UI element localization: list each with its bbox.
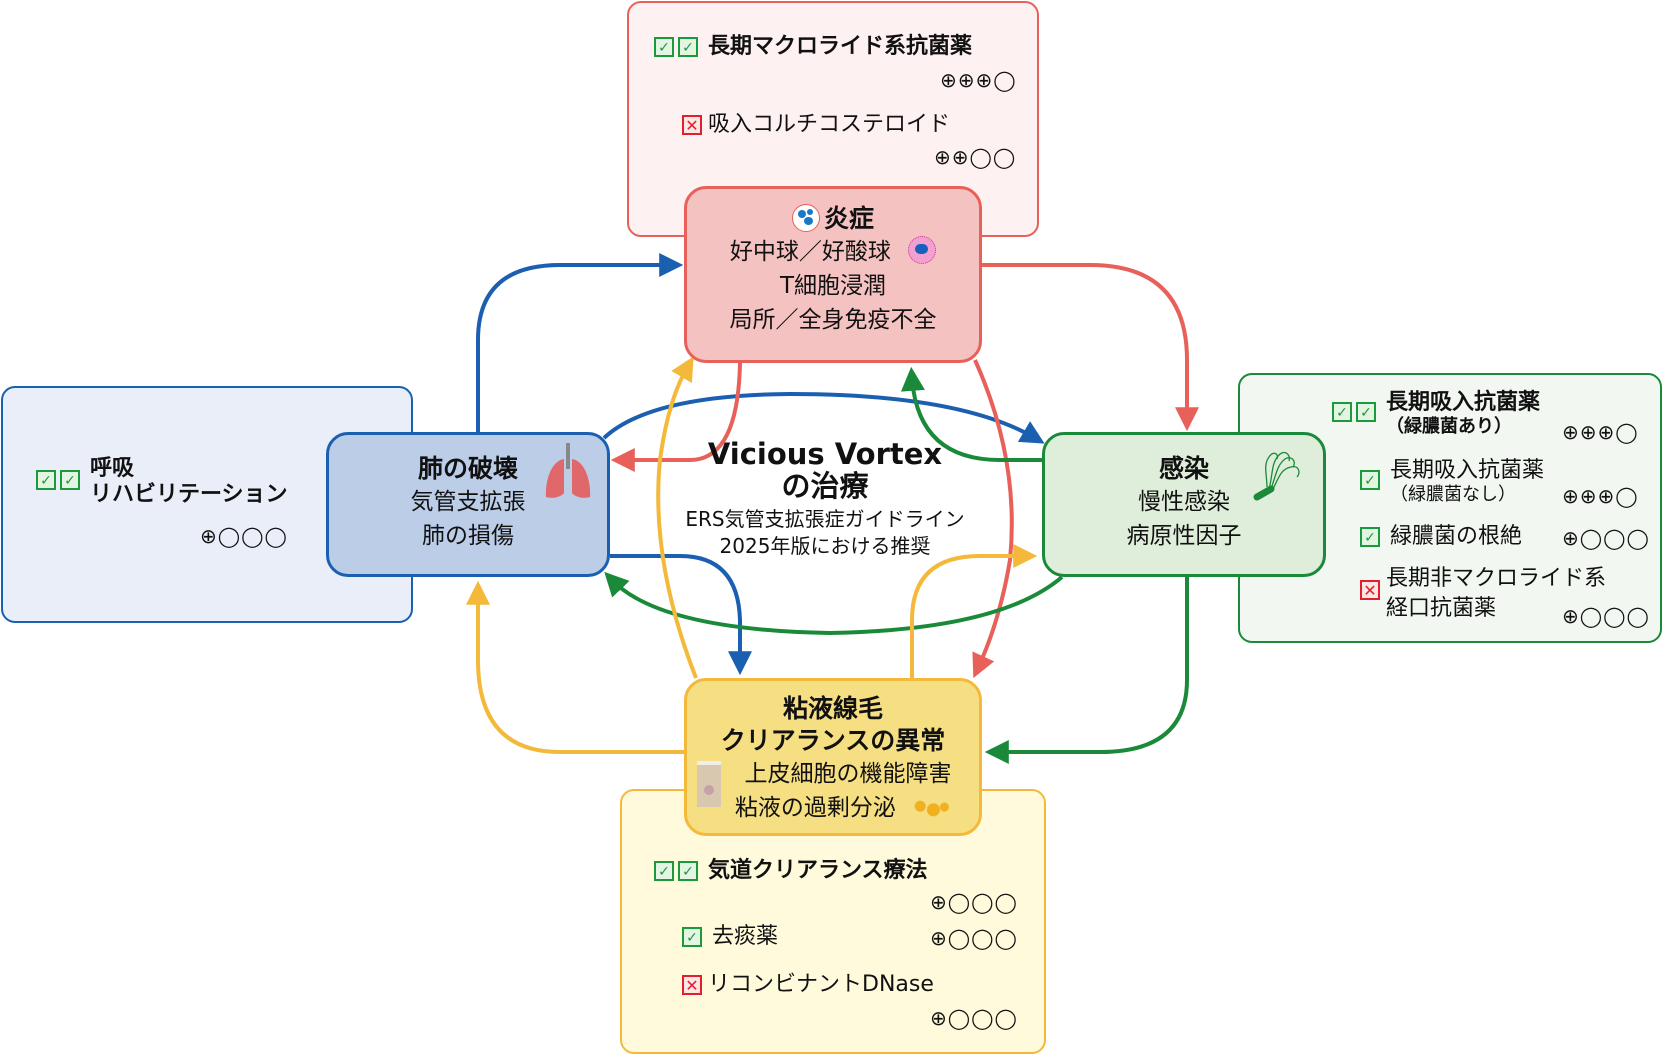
lung-destruction-line-2: 肺の損傷 — [422, 523, 514, 549]
mucus-line-2: 粘液の過剰分泌 — [687, 791, 979, 825]
arrow-mucus-to-inflammation — [656, 356, 698, 679]
mucus-line-1: 上皮細胞の機能障害 — [744, 761, 952, 787]
treatment-mucoactive: ✓ 去痰薬 — [682, 924, 778, 950]
lungs-icon — [545, 443, 591, 498]
evidence-grade: ⊕⊕⊕◯ — [1562, 484, 1639, 508]
mucus-title-line-2: クリアランスの異常 — [720, 726, 946, 755]
check-icon: ✓ — [36, 470, 56, 490]
node-inflammation: 炎症 好中球／好酸球 T細胞浸潤 局所／全身免疫不全 — [684, 186, 982, 363]
treatment-label: 吸入コルチコステロイド — [708, 112, 951, 137]
treatment-label-line-1: 長期非マクロライド系 — [1386, 566, 1607, 591]
inflammation-title-row: 炎症 — [687, 203, 979, 235]
neutrophil-icon — [791, 204, 820, 232]
treatment-pulmonary-rehab: ✓✓ 呼吸 リハビリテーション — [36, 456, 288, 508]
cross-icon: ✕ — [1360, 580, 1380, 600]
mucus-icon — [907, 799, 952, 817]
treatment-ics: ✕ 吸入コルチコステロイド — [682, 112, 950, 138]
evidence-grade: ⊕⊕◯◯ — [934, 145, 1017, 169]
node-mucus: 粘液線毛 クリアランスの異常 上皮細胞の機能障害 粘液の過剰分泌 — [684, 678, 982, 836]
evidence-grade: ⊕◯◯◯ — [1562, 604, 1650, 628]
cross-icon: ✕ — [682, 975, 702, 995]
evidence-grade: ⊕⊕⊕◯ — [1562, 420, 1639, 444]
treatment-macrolide: ✓✓ 長期マクロライド系抗菌薬 — [654, 34, 972, 60]
treatment-inhaled-antibiotic-non-pa: ✓ 長期吸入抗菌薬 （緑膿菌なし） — [1360, 458, 1544, 506]
arrow-infection-to-inflammation — [900, 366, 1042, 462]
arrow-lung-to-inflammation — [476, 253, 684, 432]
check-icon: ✓ — [1332, 402, 1352, 422]
treatment-label: リコンビナントDNase — [708, 972, 934, 997]
center-label: Vicious Vortex の治療 ERS気管支拡張症ガイドライン 2025年… — [660, 438, 990, 560]
arrow-mucus-to-infection — [910, 544, 1038, 678]
evidence-grade: ⊕◯◯◯ — [930, 890, 1018, 914]
treatment-pa-eradication: ✓ 緑膿菌の根絶 — [1360, 524, 1522, 550]
arrow-inflammation-to-infection — [982, 263, 1199, 432]
treatment-sublabel: （緑膿菌あり） — [1386, 416, 1512, 437]
treatment-label: 長期吸入抗菌薬 — [1386, 390, 1541, 415]
center-title-line-2: の治療 — [781, 469, 869, 503]
center-subtitle-line-2: 2025年版における推奨 — [719, 534, 931, 558]
treatment-sublabel: （緑膿菌なし） — [1390, 484, 1516, 505]
lung-destruction-line-1: 気管支拡張 — [410, 489, 526, 515]
node-lung-destruction: 肺の破壊 気管支拡張 肺の損傷 — [326, 432, 610, 577]
evidence-grade: ⊕⊕⊕◯ — [940, 68, 1017, 92]
inflammation-line-3: 局所／全身免疫不全 — [729, 307, 937, 333]
arrow-infection-to-mucus — [984, 577, 1189, 764]
center-subtitle-line-1: ERS気管支拡張症ガイドライン — [685, 507, 965, 531]
mucus-title-line-1: 粘液線毛 — [782, 694, 883, 723]
evidence-grade: ⊕◯◯◯ — [930, 1006, 1018, 1030]
inflammation-title: 炎症 — [823, 204, 874, 233]
arrow-infection-to-lung — [604, 571, 1064, 636]
check-icon: ✓ — [1360, 527, 1380, 547]
evidence-grade: ⊕◯◯◯ — [1562, 526, 1650, 550]
bacterium-icon — [1253, 451, 1300, 501]
check-icon: ✓ — [678, 37, 698, 57]
evidence-grade: ⊕◯◯◯ — [930, 926, 1018, 950]
treatment-inhaled-antibiotic-pa: ✓✓ 長期吸入抗菌薬 （緑膿菌あり） — [1332, 390, 1540, 438]
lung-destruction-title: 肺の破壊 — [417, 454, 518, 483]
check-icon: ✓ — [678, 861, 698, 881]
treatment-label: 去痰薬 — [712, 924, 779, 949]
arrow-inflammation-to-lung — [610, 362, 742, 472]
arrow-lung-to-infection — [602, 391, 1045, 444]
inflammation-line-1: 好中球／好酸球 — [687, 235, 979, 269]
inflammation-line-2: T細胞浸潤 — [779, 273, 887, 299]
check-icon: ✓ — [60, 470, 80, 490]
treatment-label: 緑膿菌の根絶 — [1390, 524, 1523, 549]
check-icon: ✓ — [654, 37, 674, 57]
arrow-mucus-to-lung — [466, 580, 684, 754]
treatment-label: 長期マクロライド系抗菌薬 — [708, 34, 973, 59]
infection-line-1: 慢性感染 — [1138, 489, 1230, 515]
treatment-label-line-2: リハビリテーション — [90, 482, 288, 507]
eosinophil-icon — [908, 236, 937, 264]
treatment-airway-clearance: ✓✓ 気道クリアランス療法 — [654, 858, 928, 884]
arrow-lung-to-mucus — [610, 554, 752, 676]
infection-title: 感染 — [1158, 454, 1209, 483]
check-icon: ✓ — [1356, 402, 1376, 422]
treatment-oral-non-macrolide: ✕ 長期非マクロライド系 経口抗菌薬 — [1360, 566, 1606, 622]
epithelial-cell-icon — [697, 761, 721, 807]
treatment-label: 気道クリアランス療法 — [708, 858, 928, 883]
infection-line-2: 病原性因子 — [1126, 523, 1242, 549]
treatment-rhdnase: ✕ リコンビナントDNase — [682, 972, 934, 998]
check-icon: ✓ — [654, 861, 674, 881]
treatment-label-line-1: 呼吸 — [90, 456, 135, 481]
check-icon: ✓ — [682, 927, 702, 947]
node-infection: 感染 慢性感染 病原性因子 — [1042, 432, 1326, 577]
evidence-grade: ⊕◯◯◯ — [200, 524, 288, 548]
treatment-label: 長期吸入抗菌薬 — [1390, 458, 1545, 483]
cross-icon: ✕ — [682, 115, 702, 135]
check-icon: ✓ — [1360, 470, 1380, 490]
treatment-label-line-2: 経口抗菌薬 — [1386, 596, 1497, 621]
arrow-inflammation-to-mucus — [972, 359, 1014, 679]
center-title-line-1: Vicious Vortex — [707, 437, 943, 471]
